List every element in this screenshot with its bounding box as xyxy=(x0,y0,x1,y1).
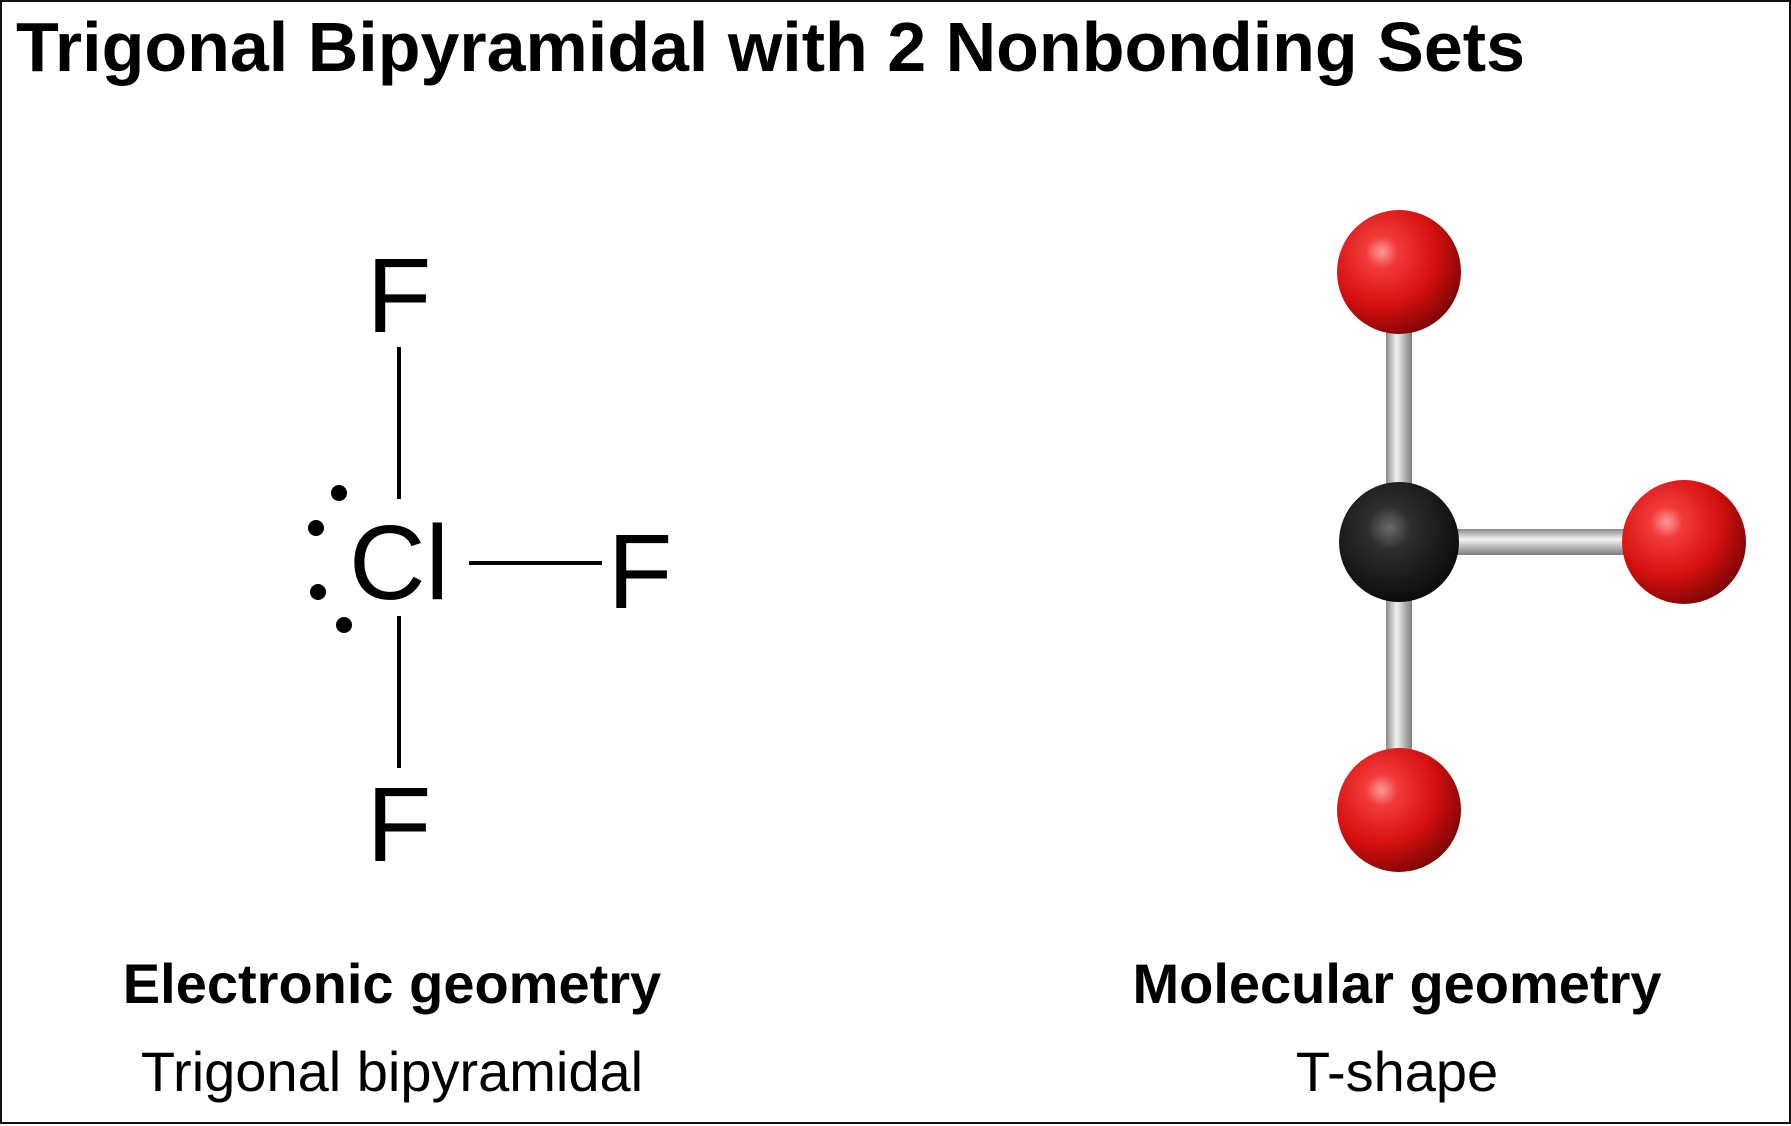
lone-pair-dot xyxy=(310,584,326,600)
atom-label-central-cl: Cl xyxy=(349,504,449,622)
slide-title: Trigonal Bipyramidal with 2 Nonbonding S… xyxy=(16,8,1525,86)
lone-pair-dot xyxy=(331,485,347,501)
bond-stick-right xyxy=(1442,529,1642,555)
lewis-structure: F Cl F F xyxy=(308,237,672,884)
atom-label-right-f: F xyxy=(608,513,673,631)
atom-label-top-f: F xyxy=(367,237,432,355)
outer-atom-sphere-bottom xyxy=(1337,748,1461,872)
central-atom-sphere xyxy=(1339,482,1459,602)
lone-pair-upper xyxy=(308,485,347,536)
lone-pair-dot xyxy=(308,520,324,536)
bond-stick-top xyxy=(1386,302,1412,502)
molecular-geometry-heading: Molecular geometry xyxy=(1132,952,1662,1015)
lone-pair-dot xyxy=(336,617,352,633)
ball-and-stick-model xyxy=(1337,210,1746,872)
atom-label-bottom-f: F xyxy=(367,766,432,884)
electronic-geometry-value: Trigonal bipyramidal xyxy=(140,1040,644,1103)
outer-atom-sphere-top xyxy=(1337,210,1461,334)
molecular-geometry-value: T-shape xyxy=(1295,1040,1499,1103)
bond-stick-bottom xyxy=(1386,582,1412,762)
outer-atom-sphere-right xyxy=(1622,480,1746,604)
lone-pair-lower xyxy=(310,584,352,633)
electronic-geometry-heading: Electronic geometry xyxy=(122,952,662,1015)
